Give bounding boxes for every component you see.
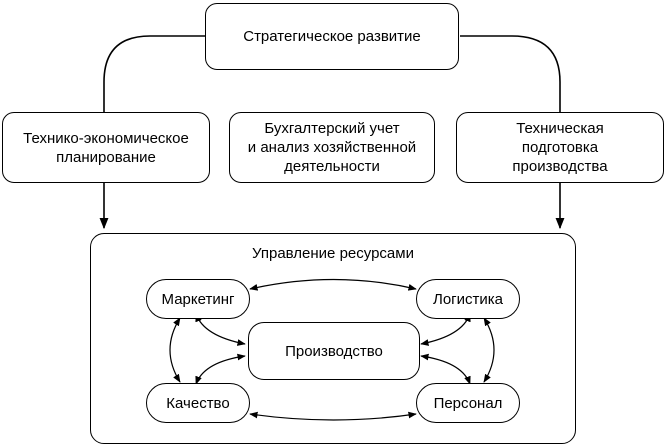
marketing-label: Маркетинг (161, 290, 235, 308)
strategic-development-label: Стратегическое развитие (243, 28, 421, 45)
production-label: Производство (285, 342, 383, 360)
accounting-box: Бухгалтерский учет и анализ хозяйственно… (229, 112, 435, 183)
quality-production-link (195, 353, 246, 385)
quality-personnel-link (249, 411, 417, 421)
personnel-production-link (420, 353, 471, 385)
production-preparation-box: Техническая подготовка производства (456, 112, 664, 183)
resources-title: Управление ресурсами (252, 245, 414, 262)
accounting-label: Бухгалтерский учет и анализ хозяйственно… (247, 120, 417, 175)
marketing-logistics-link (249, 278, 417, 291)
top-to-right-connector (460, 35, 561, 112)
quality-label: Качество (166, 394, 230, 412)
top-to-left-connector (103, 35, 205, 112)
strategic-development-box: Стратегическое развитие (205, 3, 459, 70)
marketing-quality-link (169, 317, 181, 383)
marketing-node: Маркетинг (146, 279, 250, 319)
personnel-label: Персонал (433, 394, 503, 412)
planning-box: Технико-экономическое планирование (2, 112, 210, 183)
quality-node: Качество (146, 383, 250, 423)
production-preparation-label: Техническая подготовка производства (512, 120, 608, 175)
planning-label: Технико-экономическое планирование (23, 129, 189, 166)
personnel-node: Персонал (416, 383, 520, 423)
logistics-label: Логистика (432, 290, 504, 308)
logistics-personnel-link (483, 317, 495, 383)
production-node: Производство (248, 322, 420, 380)
logistics-node: Логистика (416, 279, 520, 319)
